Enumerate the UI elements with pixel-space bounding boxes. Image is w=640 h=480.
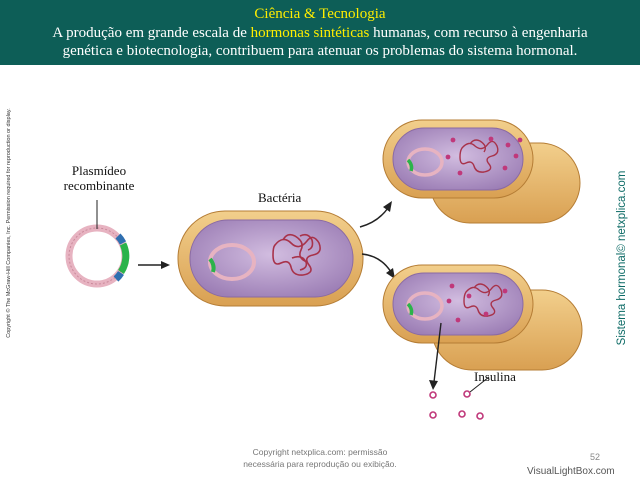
arrow-lower [361,253,395,279]
gene-insert [117,242,130,274]
plasmid-label: Plasmídeo recombinante [50,163,148,193]
banner-highlight: hormonas sintéticas [250,25,370,41]
insulin-label: Insulina [474,369,516,384]
arrow-to-bacterium [138,261,170,269]
plasmid-label-line-1: Plasmídeo [71,163,127,178]
side-copyright-note: Copyright © The McGraw-Hill Companies, I… [4,105,14,345]
slide-number: 52 [590,452,601,462]
secretion-arrow [429,322,442,390]
footer-copyright-line-2: necessária para reprodução ou exibição. [243,459,397,469]
recombinant-plasmid [65,224,130,288]
side-copyright-text: Copyright © The McGraw-Hill Companies, I… [6,108,12,338]
side-site-credit: Sistema hormonal© netxplica.com [614,165,630,355]
banner-line-1: A produção em grande escala de hormonas … [0,25,640,42]
insulin-granules-lower [446,283,508,323]
banner-line-2: genética e biotecnologia, contribuem par… [62,43,578,59]
bacterium-upper-front [382,119,534,199]
watermark: VisualLightBox.com [527,466,615,477]
bacteria-label: Bactéria [258,190,302,205]
footer-copyright-line-1: Copyright netxplica.com: permissão [252,447,388,457]
released-insulin [429,390,484,420]
banner-line-1-post: humanas, com recurso à engenharia [369,25,588,41]
bacterium-lower-front [382,264,534,344]
insulin-granules-upper [445,136,523,176]
recombinant-insulin-diagram [65,119,583,420]
title-banner: Ciência & Tecnologia A produção em grand… [0,0,640,65]
arrow-upper [359,201,392,228]
footer-copyright: Copyright netxplica.com: permissão neces… [200,446,440,470]
banner-line-1-pre: A produção em grande escala de [52,25,251,41]
side-site-text: Sistema hormonal© netxplica.com [616,170,628,346]
banner-kicker: Ciência & Tecnologia [254,6,386,22]
bacterium-main [177,210,364,307]
bacterial-chromosome [272,233,321,276]
plasmid-label-line-2: recombinante [63,178,135,193]
insulin-pointer-line [469,376,490,393]
